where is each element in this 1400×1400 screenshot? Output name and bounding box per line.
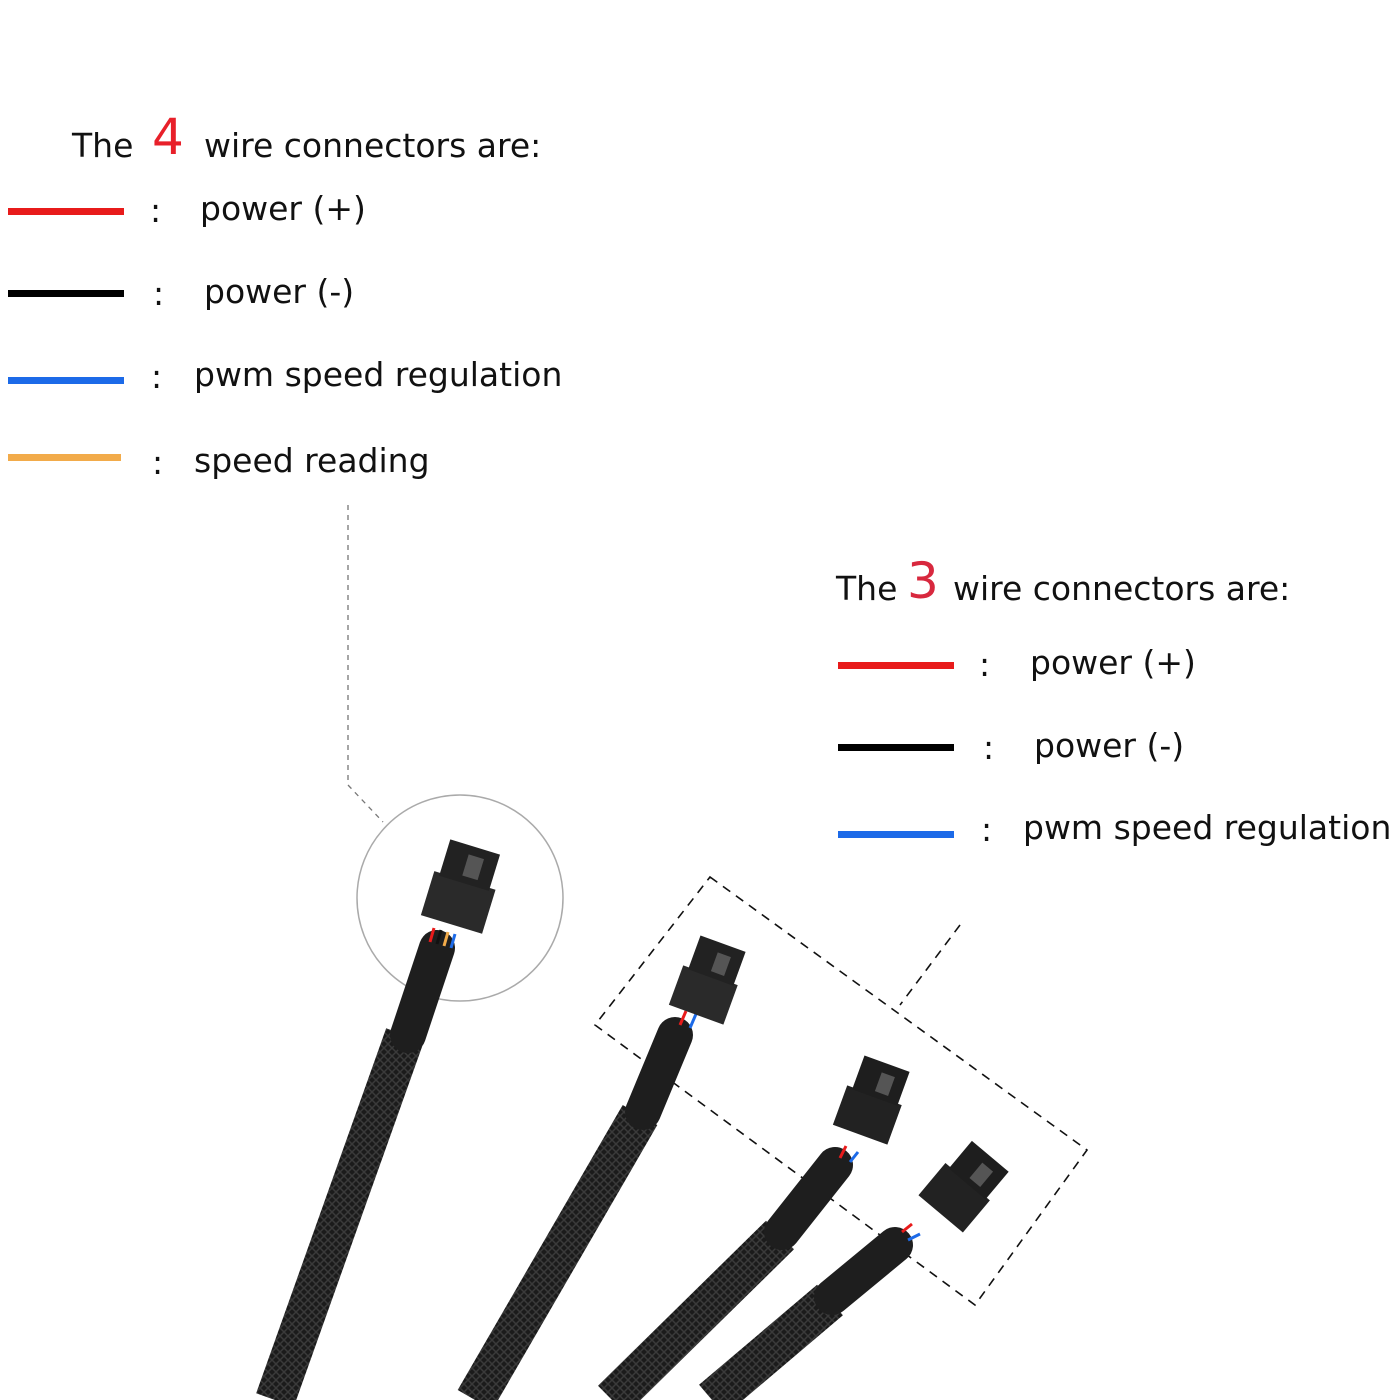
legend-sep: : <box>983 728 995 767</box>
highlight-circle <box>356 794 564 1002</box>
four-wire-title-prefix: The <box>72 126 134 165</box>
leader-line-3pin <box>899 924 961 1006</box>
cable-3pin-3 <box>699 1140 1009 1400</box>
legend-label-speed-reading: speed reading <box>194 441 430 480</box>
black-wire-swatch <box>838 744 954 751</box>
legend-label-pwm: pwm speed regulation <box>194 355 563 394</box>
legend-label-power-plus: power (+) <box>200 189 366 228</box>
legend-sep: : <box>981 810 993 849</box>
legend-sep: : <box>151 357 163 396</box>
three-wire-count: 3 <box>907 552 939 610</box>
cable-3pin-2 <box>597 1055 910 1400</box>
leader-line-4pin <box>347 505 384 823</box>
blue-wire-swatch <box>838 831 954 838</box>
legend-label-pwm: pwm speed regulation <box>1023 808 1392 847</box>
red-wire-swatch <box>8 208 124 215</box>
legend-sep: : <box>152 443 164 482</box>
legend-label-power-minus: power (-) <box>1034 726 1185 765</box>
four-wire-count: 4 <box>152 108 184 166</box>
legend-label-power-plus: power (+) <box>1030 643 1196 682</box>
legend-sep: : <box>153 274 165 313</box>
highlight-dashed-box <box>593 875 1089 1307</box>
cable-3pin-1 <box>457 935 746 1400</box>
black-wire-swatch <box>8 290 124 297</box>
blue-wire-swatch <box>8 377 124 384</box>
four-wire-title-suffix: wire connectors are: <box>204 126 542 165</box>
legend-sep: : <box>150 191 162 230</box>
cable-4pin <box>256 839 501 1400</box>
three-wire-title-suffix: wire connectors are: <box>953 569 1291 608</box>
legend-label-power-minus: power (-) <box>204 272 355 311</box>
legend-sep: : <box>979 645 991 684</box>
red-wire-swatch <box>838 662 954 669</box>
yellow-wire-swatch <box>8 454 121 461</box>
three-wire-title-prefix: The <box>836 569 898 608</box>
